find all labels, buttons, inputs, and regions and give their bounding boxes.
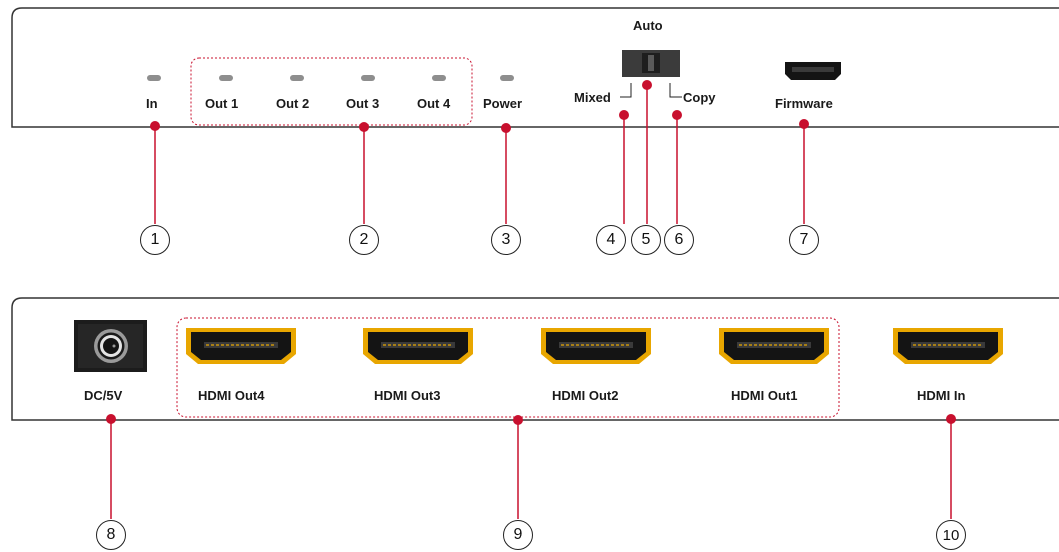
hdmi-port-out2 xyxy=(541,328,651,364)
label-out4: Out 4 xyxy=(417,96,451,111)
callout-dot-9 xyxy=(513,415,523,425)
label-in: In xyxy=(146,96,158,111)
label-hdmi-out4: HDMI Out4 xyxy=(198,388,265,403)
led-out4 xyxy=(432,75,446,81)
hdmi-port-in xyxy=(893,328,1003,364)
label-hdmi-out1: HDMI Out1 xyxy=(731,388,798,403)
callout-dot-5 xyxy=(642,80,652,90)
callout-6: 6 xyxy=(664,225,694,255)
hdmi-port-out4 xyxy=(186,328,296,364)
callout-10: 10 xyxy=(936,520,966,550)
label-out1: Out 1 xyxy=(205,96,239,111)
callout-dot-6 xyxy=(672,110,682,120)
label-mixed: Mixed xyxy=(574,90,611,105)
label-hdmi-out2: HDMI Out2 xyxy=(552,388,619,403)
copy-bracket-line xyxy=(669,83,682,98)
led-power xyxy=(500,75,514,81)
out-led-group-outline xyxy=(190,57,473,126)
mixed-bracket-line xyxy=(620,83,632,98)
front-panel-outline xyxy=(11,7,1059,128)
label-auto: Auto xyxy=(633,18,663,33)
callout-8: 8 xyxy=(96,520,126,550)
label-hdmi-out3: HDMI Out3 xyxy=(374,388,441,403)
led-out3 xyxy=(361,75,375,81)
led-out2 xyxy=(290,75,304,81)
callout-3: 3 xyxy=(491,225,521,255)
callout-7: 7 xyxy=(789,225,819,255)
callout-dot-3 xyxy=(501,123,511,133)
hdmi-out-group-outline xyxy=(176,317,840,418)
label-out2: Out 2 xyxy=(276,96,310,111)
label-copy: Copy xyxy=(683,90,716,105)
callout-9: 9 xyxy=(503,520,533,550)
callout-dot-7 xyxy=(799,119,809,129)
label-dc-5v: DC/5V xyxy=(84,388,123,403)
callout-dot-2 xyxy=(359,122,369,132)
callout-dot-10 xyxy=(946,414,956,424)
callout-5: 5 xyxy=(631,225,661,255)
callout-2: 2 xyxy=(349,225,379,255)
hdmi-port-out3 xyxy=(363,328,473,364)
callout-dot-1 xyxy=(150,121,160,131)
led-out1 xyxy=(219,75,233,81)
callout-1: 1 xyxy=(140,225,170,255)
callout-4: 4 xyxy=(596,225,626,255)
callout-dot-4 xyxy=(619,110,629,120)
led-in xyxy=(147,75,161,81)
mode-switch-knob xyxy=(648,55,654,71)
label-hdmi-in: HDMI In xyxy=(917,388,966,403)
rear-panel-outline xyxy=(11,297,1059,421)
callout-dot-8 xyxy=(106,414,116,424)
label-power: Power xyxy=(483,96,523,111)
label-firmware: Firmware xyxy=(775,96,833,111)
hdmi-port-out1 xyxy=(719,328,829,364)
label-out3: Out 3 xyxy=(346,96,380,111)
